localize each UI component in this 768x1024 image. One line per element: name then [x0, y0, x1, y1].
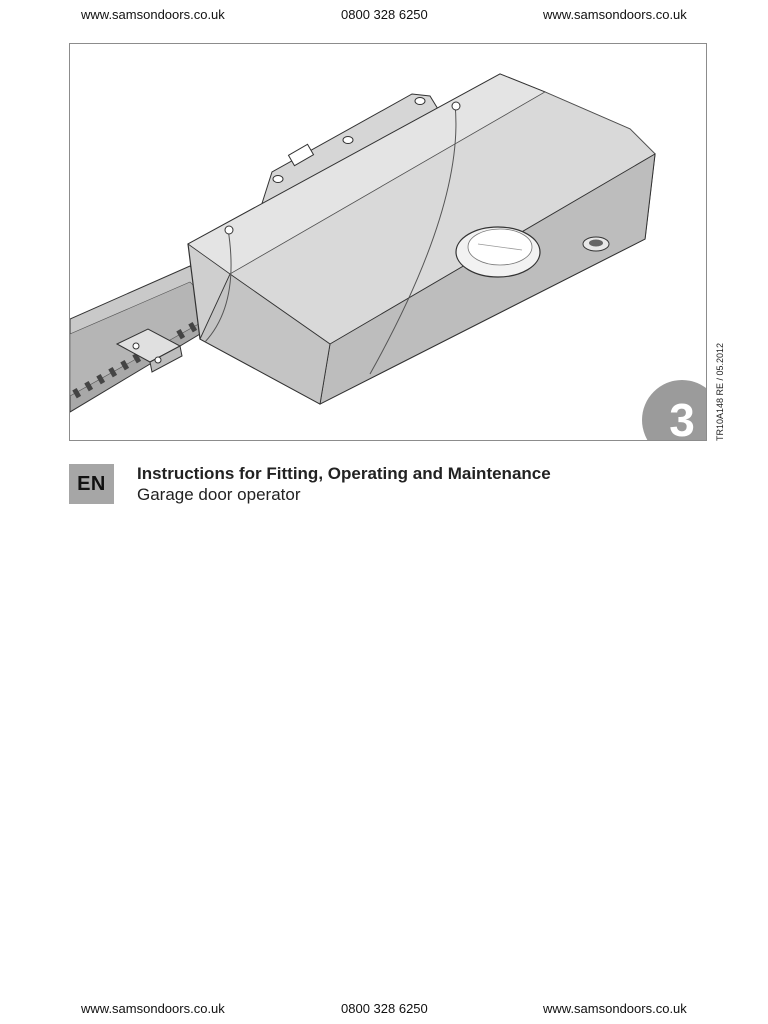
- rail: [70, 265, 231, 413]
- footer-phone[interactable]: 0800 328 6250: [341, 1001, 428, 1016]
- footer-website-left[interactable]: www.samsondoors.co.uk: [81, 1001, 225, 1016]
- header-website-right[interactable]: www.samsondoors.co.uk: [543, 7, 687, 22]
- footer-website-right[interactable]: www.samsondoors.co.uk: [543, 1001, 687, 1016]
- garage-door-operator-illustration: 3: [70, 73, 706, 441]
- header-phone[interactable]: 0800 328 6250: [341, 7, 428, 22]
- header-website-left[interactable]: www.samsondoors.co.uk: [81, 7, 225, 22]
- motor-housing: [187, 73, 656, 405]
- language-badge: EN: [69, 464, 114, 504]
- document-title: Instructions for Fitting, Operating and …: [137, 464, 551, 483]
- page-number-badge: 3: [642, 380, 706, 441]
- document-code: TR10A148 RE / 05.2012: [715, 342, 725, 442]
- product-illustration-frame: 3: [69, 43, 707, 441]
- badge-number: 3: [669, 394, 695, 441]
- document-subtitle: Garage door operator: [137, 485, 301, 504]
